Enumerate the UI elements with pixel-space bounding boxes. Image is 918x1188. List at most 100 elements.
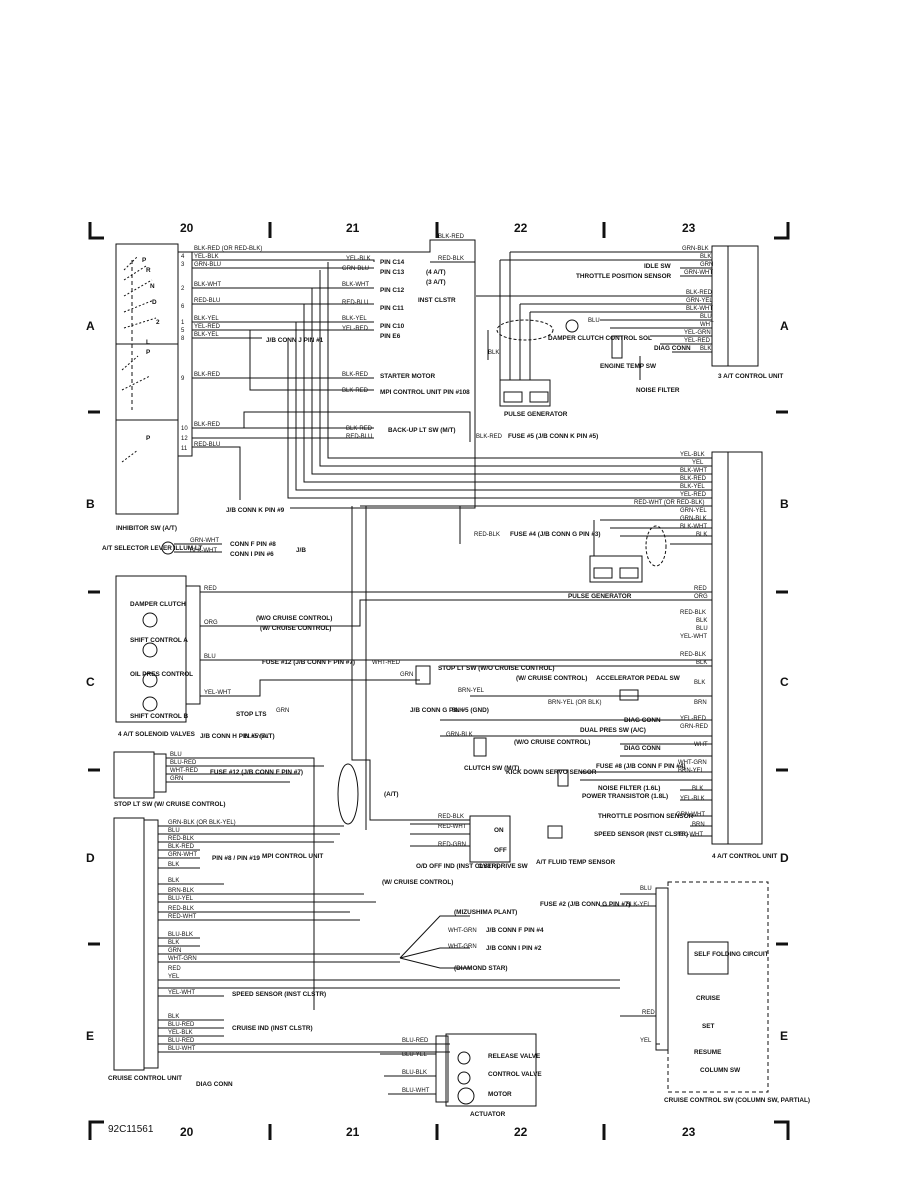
zone-20-top: 20 — [180, 221, 194, 235]
tcu4-wire: YEL-BLK — [680, 452, 705, 458]
power-tr: POWER TRANSISTOR (1.8L) — [582, 793, 668, 800]
wire-label: YEL-WHT — [204, 690, 231, 696]
inst-pin: PIN C13 — [380, 269, 405, 276]
actuator-label: ACTUATOR — [470, 1111, 506, 1118]
tcu4-wire: YEL — [692, 460, 704, 466]
zone-22-bot: 22 — [514, 1125, 528, 1139]
solenoid-block-label: 4 A/T SOLENOID VALVES — [118, 731, 196, 738]
cruise-wire: RED — [168, 966, 181, 972]
wire-label: YEL-RED — [342, 326, 369, 332]
wo-cruise-c: (W/O CRUISE CONTROL) — [514, 739, 590, 746]
tcu4-wire: ORG — [694, 594, 708, 600]
conn-f8: CONN F PIN #8 — [230, 541, 276, 548]
cruise-wire: GRN-WHT — [168, 852, 197, 858]
inhibitor-pin: 8 — [181, 336, 185, 342]
solenoid-valves-box — [115, 575, 187, 723]
tcu4-wire: BLK — [694, 680, 705, 686]
mpi-unit: MPI CONTROL UNIT — [262, 853, 323, 860]
resume-label: RESUME — [694, 1049, 722, 1056]
row-c-left: C — [86, 675, 95, 689]
inhibitor-pin: 12 — [181, 436, 188, 442]
inhibitor-pin: 4 — [181, 254, 185, 260]
fuse4: FUSE #4 (J/B CONN G PIN #3) — [510, 531, 601, 538]
speed-sensor-label: SPEED SENSOR (INST CLSTR) — [594, 831, 688, 838]
tcu4-wire: GRN-RED — [680, 724, 709, 730]
damper-clutch-label: DAMPER CLUTCH — [130, 601, 186, 608]
inhibitor-sw-label: INHIBITOR SW (A/T) — [116, 525, 177, 532]
cruise-speed: SPEED SENSOR (INST CLSTR) — [232, 991, 326, 998]
cruise-wire: BLU-RED — [168, 1038, 195, 1044]
inhibitor-pos: P — [142, 257, 147, 264]
wire-label: BLK-RED — [342, 388, 369, 394]
wire-label: BLU — [640, 886, 652, 892]
stop-lts-label: STOP LTS — [236, 711, 267, 718]
mode-4at: (4 A/T) — [426, 269, 446, 276]
wire-label: RED-BLU — [194, 298, 220, 304]
tcu3-wire: BLK-WHT — [686, 306, 713, 312]
row-b-right: B — [780, 497, 789, 511]
inhibitor-pin: 6 — [181, 304, 185, 310]
idle-sw: IDLE SW — [644, 263, 672, 270]
inst-pin: PIN E6 — [380, 333, 401, 340]
cruise-wire: RED-BLK — [168, 906, 194, 912]
fuse2: FUSE #2 (J/B CONN G PIN #7) — [540, 901, 631, 908]
tcu4-wire: GRN-YEL — [680, 508, 707, 514]
fuse12a: FUSE #12 (J/B CONN F PIN #7) — [262, 659, 355, 666]
wire-label: BLK-YEL — [626, 902, 651, 908]
corner-mark-br — [774, 1120, 790, 1140]
cruise-wire: BLU-YEL — [168, 896, 194, 902]
tcu3-wire: GRN-YEL — [686, 298, 713, 304]
accelerator-pedal-sw — [619, 689, 639, 701]
wire-label: WHT-RED — [372, 660, 401, 666]
inhibitor-m-section — [115, 343, 179, 421]
cruise-control-sw — [667, 881, 769, 1093]
cruise-wire: BLK-RED — [168, 844, 195, 850]
wire-label: YEL-BLK — [194, 254, 219, 260]
stop-lt-sw-cruise — [113, 751, 155, 799]
wire-label: RED-BLK — [438, 814, 464, 820]
inhibitor-pin: 9 — [181, 376, 185, 382]
tcu4-wire: BLK — [696, 618, 707, 624]
cruise-wire: BLU-BLK — [168, 932, 193, 938]
at-selector-illum — [161, 541, 175, 555]
wire-label: BLU — [588, 318, 600, 324]
wire-label: BLK-WHT — [190, 548, 217, 554]
tcu4-wire: BLK-WHT — [680, 524, 707, 530]
wire-label: BRN-YEL — [458, 688, 485, 694]
tcu4-wire: BRN — [694, 700, 707, 706]
wire-label: BLK-RED — [194, 372, 221, 378]
inst-clstr-label: INST CLSTR — [418, 297, 456, 304]
row-c-right: C — [780, 675, 789, 689]
tcu3-wire: GRN — [700, 262, 713, 268]
mizushima: (MIZUSHIMA PLANT) — [454, 909, 517, 916]
jb-conn-g5: J/B CONN G PIN #5 (GND) — [410, 707, 489, 714]
tcu4-wire: YEL-WHT — [676, 832, 703, 838]
inst-pin: PIN C14 — [380, 259, 405, 266]
stop-sw-wire: BLU-RED — [170, 760, 197, 766]
cruise-wire: BLU — [168, 828, 180, 834]
accel-sw-label: ACCELERATOR PEDAL SW — [596, 675, 681, 682]
tcu3-wire: WHT — [700, 322, 714, 328]
engine-temp-label: ENGINE TEMP SW — [600, 363, 657, 370]
inhibitor-pin: 2 — [181, 286, 185, 292]
wire-label: BLK-RED — [476, 434, 503, 440]
wire-label: WHT-GRN — [448, 944, 477, 950]
actuator-wire: BLU-BLK — [402, 1070, 427, 1076]
mode-3at: (3 A/T) — [426, 279, 446, 286]
inhibitor-pos: L — [146, 339, 150, 346]
inhibitor-pos: R — [146, 267, 151, 274]
self-folding-label: SELF FOLDING CIRCUIT — [694, 951, 769, 958]
tcu3-body — [727, 245, 759, 367]
w-cruise-label: (W/ CRUISE CONTROL) — [260, 625, 331, 632]
cruise-wire: WHT-GRN — [168, 956, 197, 962]
wire-label: RED-GRN — [438, 842, 466, 848]
wire-label: RED-BLU — [194, 442, 220, 448]
tcu4-wire: BLU — [696, 626, 708, 632]
tcu4-wire: YEL-RED — [680, 716, 707, 722]
tcu4-wire: RED-WHT (OR RED-BLK) — [634, 500, 705, 506]
wire-label: GRN-BLU — [194, 262, 221, 268]
stop-sw-wire: BLU — [170, 752, 182, 758]
zone-23-bot: 23 — [682, 1125, 696, 1139]
wire-label: BLK-WHT — [194, 282, 221, 288]
cruise-unit-label: CRUISE CONTROL UNIT — [108, 1075, 182, 1082]
